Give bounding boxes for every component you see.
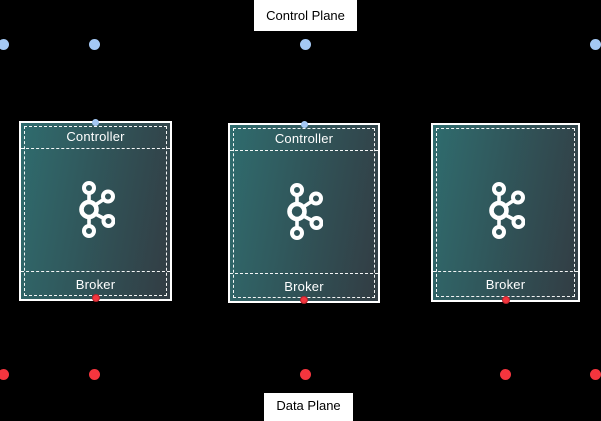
kafka-node-1: Controller Broker <box>19 121 172 301</box>
control-plane-endpoint-dot <box>0 38 9 50</box>
broker-section-label: Broker <box>284 279 324 294</box>
controller-section-label: Controller <box>274 131 334 146</box>
data-plane-endpoint-dot <box>0 369 9 380</box>
controller-section-label: Controller <box>66 129 125 144</box>
broker-separator <box>230 273 378 274</box>
kafka-icon <box>287 183 323 240</box>
data-plane-endpoint-dot <box>589 369 601 380</box>
control-plane-label: Control Plane <box>254 0 357 31</box>
kafka-node-3: Broker <box>431 123 580 302</box>
node-controller-anchor-dot <box>300 120 308 128</box>
control-plane-endpoint-dot <box>89 38 100 50</box>
kafka-icon <box>488 182 525 239</box>
broker-separator <box>433 271 578 272</box>
control-plane-endpoint-dot <box>589 38 601 50</box>
node-broker-anchor-dot <box>91 293 100 302</box>
data-plane-endpoint-dot <box>499 369 511 380</box>
data-plane-label: Data Plane <box>264 393 353 421</box>
broker-section-label: Broker <box>485 277 526 292</box>
broker-separator <box>21 271 170 272</box>
data-plane-endpoint-dot <box>299 369 311 380</box>
controller-separator <box>230 150 378 151</box>
kafka-icon <box>78 181 115 238</box>
node-controller-anchor-dot <box>92 118 99 126</box>
control-plane-endpoint-dot <box>300 38 311 50</box>
broker-section-label: Broker <box>75 277 116 292</box>
node-broker-anchor-dot <box>501 295 510 304</box>
controller-separator <box>21 148 170 149</box>
node-broker-anchor-dot <box>300 296 308 304</box>
kafka-node-2: Controller Broker <box>228 123 380 303</box>
data-plane-endpoint-dot <box>89 369 100 380</box>
